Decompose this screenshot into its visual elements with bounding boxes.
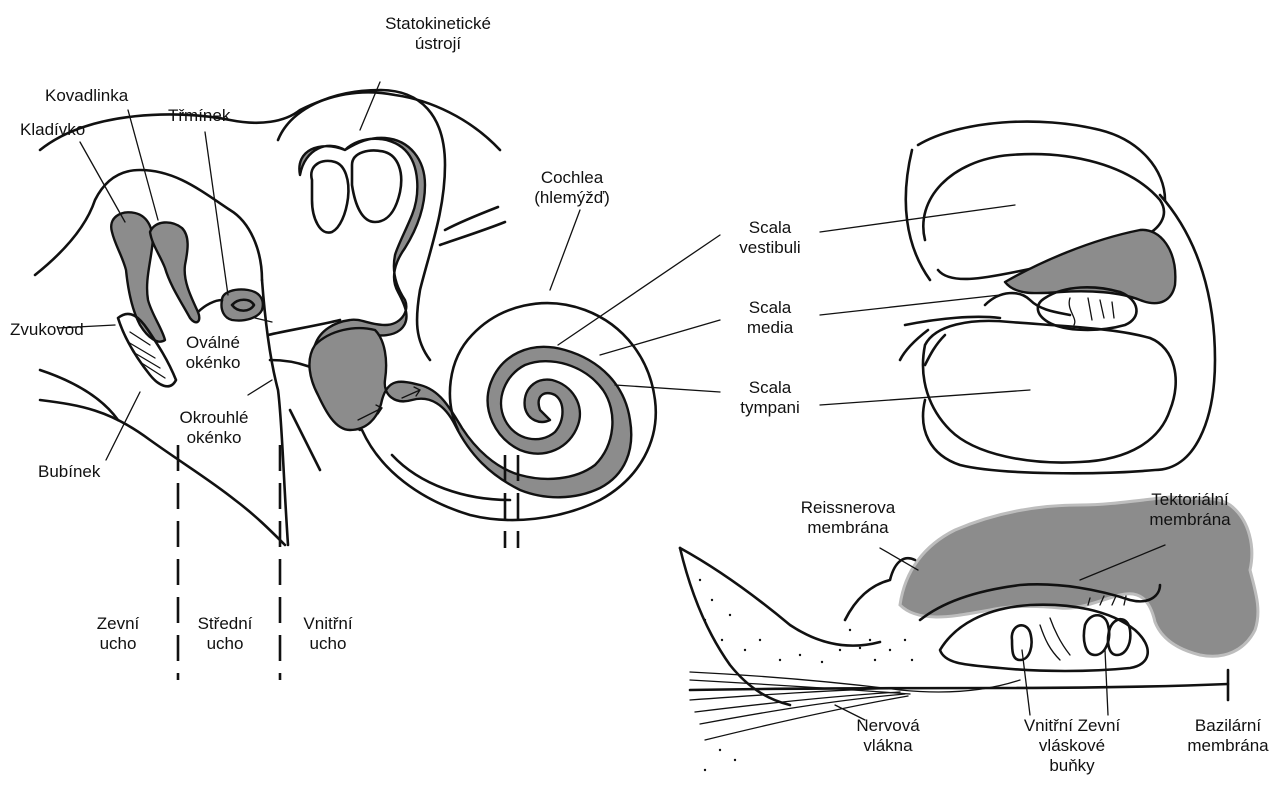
- label-zvukovod: Zvukovod: [10, 320, 84, 340]
- label-ovalne-okenko: Oválné okénko: [186, 333, 241, 373]
- label-cochlea: Cochlea (hlemýžď): [534, 168, 610, 208]
- label-stredni-ucho: Střední ucho: [198, 614, 253, 654]
- organ-of-corti: [680, 497, 1258, 771]
- label-reissnerova-membrana: Reissnerova membrána: [801, 498, 896, 538]
- label-kovadlinka: Kovadlinka: [45, 86, 128, 106]
- label-scala-tympani: Scala tympani: [740, 378, 800, 418]
- label-tektorialni-membrana: Tektoriální membrána: [1149, 490, 1230, 530]
- label-scala-vestibuli: Scala vestibuli: [739, 218, 800, 258]
- label-scala-media: Scala media: [747, 298, 793, 338]
- label-nervova-vlakna: Nervová vlákna: [856, 716, 919, 756]
- label-vlaskove-bunky: Vnitřní Zevní vláskové buňky: [1024, 716, 1120, 776]
- label-kladivko: Kladívko: [20, 120, 85, 140]
- label-okrouhle-okenko: Okrouhlé okénko: [180, 408, 249, 448]
- label-zevni-ucho: Zevní ucho: [97, 614, 140, 654]
- label-statokineticke-ustroji: Statokinetické ústrojí: [385, 14, 491, 54]
- label-vnitrni-ucho: Vnitřní ucho: [303, 614, 352, 654]
- label-bubinek: Bubínek: [38, 462, 100, 482]
- label-trminek: Třmínek: [168, 106, 230, 126]
- label-bazilarni-membrana: Bazilární membrána: [1187, 716, 1268, 756]
